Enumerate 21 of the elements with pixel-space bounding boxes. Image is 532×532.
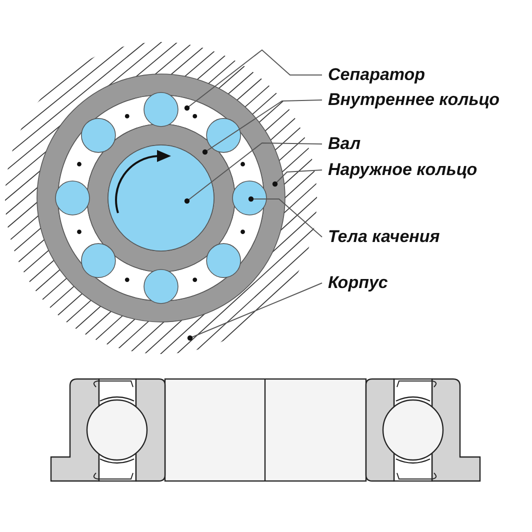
shaft — [108, 144, 214, 252]
part-label: Внутреннее кольцо — [328, 90, 500, 110]
leader-line — [184, 142, 322, 204]
rolling-ball — [144, 269, 178, 304]
part-label: Тела качения — [328, 227, 440, 247]
rolling-ball — [144, 92, 178, 127]
rolling-ball — [55, 180, 90, 216]
rolling-ball — [206, 243, 241, 278]
part-label: Наружное кольцо — [328, 160, 478, 180]
leader-line — [202, 100, 322, 155]
rolling-ball — [81, 118, 116, 153]
rolling-ball — [232, 180, 267, 216]
rolling-ball — [81, 243, 116, 278]
part-label: Сепаратор — [328, 65, 426, 85]
leader-line — [272, 170, 322, 187]
part-label: Корпус — [328, 273, 388, 293]
part-label: Вал — [328, 134, 361, 154]
rolling-ball — [206, 118, 241, 153]
leader-line — [184, 49, 322, 111]
leader-line — [187, 282, 322, 341]
leader-line — [248, 196, 322, 238]
